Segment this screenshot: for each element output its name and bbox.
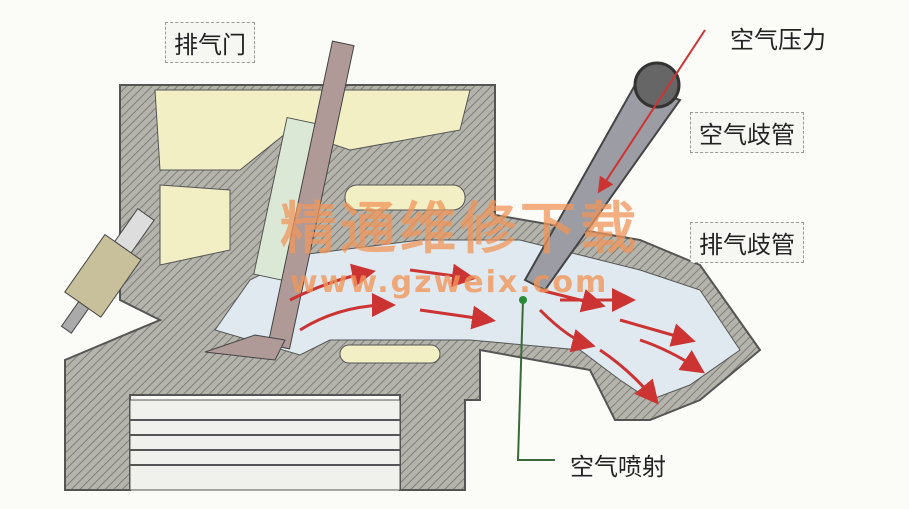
watermark-url: www.gzweix.com	[290, 265, 609, 300]
air-pressure-arrow	[597, 29, 706, 194]
air-injection-label: 空气喷射	[570, 453, 666, 481]
air-injection-pointer	[516, 299, 555, 461]
exhaust-valve-label: 排气门	[165, 22, 255, 63]
air-pipe-opening	[633, 61, 681, 109]
air-manifold-label: 空气歧管	[690, 112, 804, 153]
exhaust-valve-head	[204, 334, 286, 361]
piston	[129, 399, 401, 491]
coolant-chamber	[339, 344, 441, 364]
air-pressure-label: 空气压力	[730, 26, 826, 54]
air-injection-point	[519, 296, 527, 304]
exhaust-manifold-label: 排气歧管	[690, 222, 804, 263]
flow-arrows	[289, 263, 705, 405]
coolant-chamber	[159, 184, 231, 266]
spark-plug	[60, 208, 155, 334]
coolant-chamber	[344, 184, 466, 211]
watermark-title: 精通维修下载	[280, 196, 640, 262]
